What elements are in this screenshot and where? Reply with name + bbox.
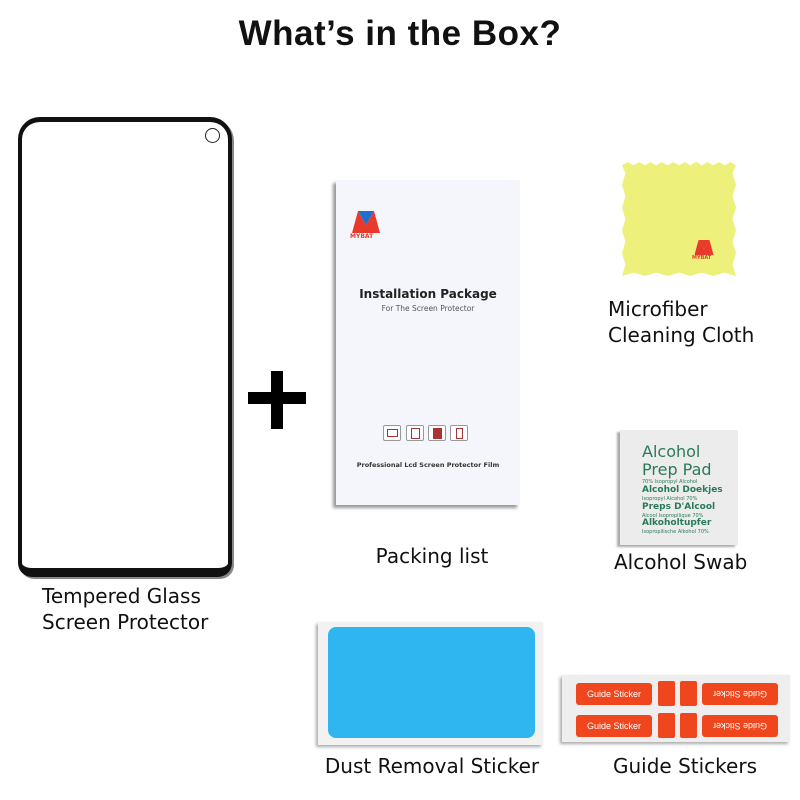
alcohol-prep-pad-image: Alcohol Prep Pad 70% Isopropyl Alcohol A… [620,430,738,545]
pad-text: Isopropyl Alcohol 70% [642,496,698,502]
phone-icon [450,425,468,441]
mybat-logo-icon [694,240,714,255]
guide-sticker-tab [658,713,675,738]
guide-stickers-label: Guide Stickers [613,754,757,778]
brand-text: MYBAT [692,255,712,261]
packing-list-label: Packing list [375,544,489,568]
guide-sticker: Guide Sticker [702,715,778,737]
page-title: What’s in the Box? [238,14,562,53]
pad-text: Alcohol Doekjes [642,485,723,495]
pad-text: Prep Pad [642,460,712,479]
label-line: Cleaning Cloth [608,323,755,347]
guide-sticker: Guide Sticker [576,683,652,705]
pad-text: 70% Isopropyl Alcohol [642,479,698,485]
camera-icon [428,425,446,441]
guide-sticker-tab [658,681,675,706]
package-subtitle: For The Screen Protector [381,304,475,313]
pad-text: Alcool Isopropilique 70% [642,513,704,519]
guide-sticker: Guide Sticker [702,683,778,705]
installation-package-image: MYBAT Installation Package For The Scree… [336,180,520,505]
guide-sticker: Guide Sticker [576,715,652,737]
pad-text: Alcohol [642,442,701,461]
blue-sticker [328,627,535,738]
tempered-glass-image [18,117,232,577]
pad-text: Alkoholtupfer [642,518,712,528]
dust-removal-sticker-image [318,622,543,745]
label-line: Screen Protector [42,610,209,634]
pad-text: Isopropilische Alkohol 70% [642,529,709,535]
monitor-icon [383,425,401,441]
tablet-icon [406,425,424,441]
brand-text: MYBAT [350,233,374,240]
guide-sticker-tab [680,681,697,706]
camera-cutout-icon [205,128,220,143]
package-title: Installation Package [359,287,497,301]
dust-sticker-label: Dust Removal Sticker [324,754,540,778]
plus-icon-vertical [271,371,283,429]
package-footer: Professional Lcd Screen Protector Film [356,461,500,469]
guide-stickers-image: Guide Sticker Guide Sticker Guide Sticke… [562,675,790,742]
microfiber-cloth-image: MYBAT [622,162,736,276]
label-line: Tempered Glass [42,584,201,608]
mybat-logo-icon [352,211,380,233]
pad-text: Preps D'Alcool [642,502,716,512]
alcohol-swab-label: Alcohol Swab [614,550,748,574]
label-line: Microfiber [608,297,708,321]
guide-sticker-tab [680,713,697,738]
